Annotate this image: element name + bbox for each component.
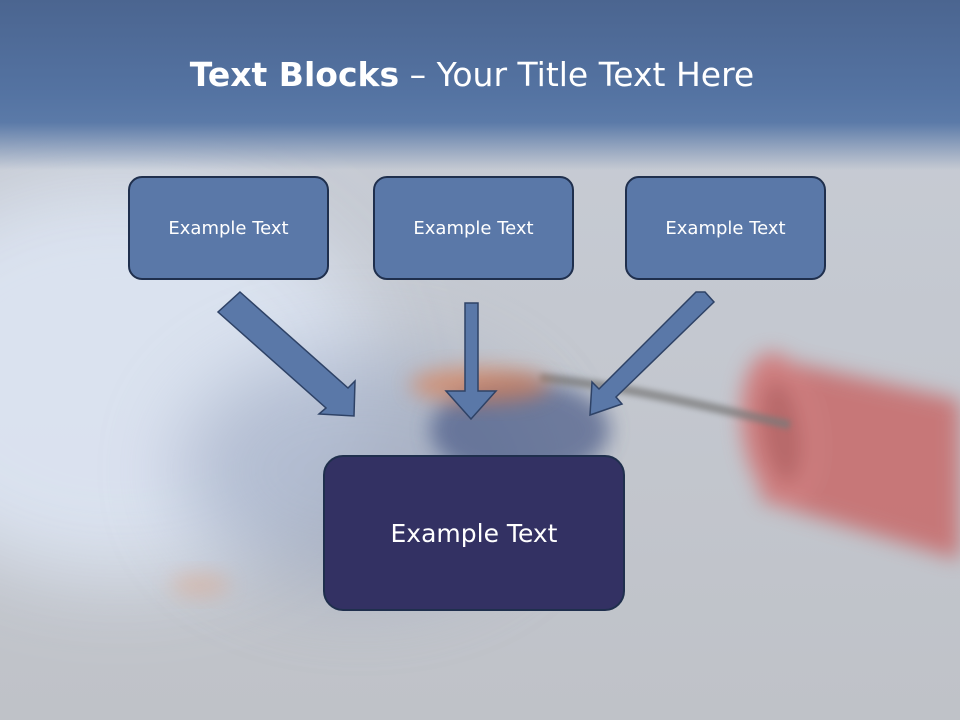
arrow-middle bbox=[444, 302, 498, 421]
title-band bbox=[0, 0, 960, 170]
title-separator: – bbox=[399, 55, 437, 94]
center-text-block-label: Example Text bbox=[390, 518, 558, 548]
text-block-3[interactable]: Example Text bbox=[625, 176, 826, 280]
text-block-1[interactable]: Example Text bbox=[128, 176, 329, 280]
title-rest: Your Title Text Here bbox=[436, 55, 755, 94]
arrow-left bbox=[216, 290, 356, 417]
center-text-block[interactable]: Example Text bbox=[323, 455, 625, 611]
title-bold: Text Blocks bbox=[189, 55, 400, 94]
text-block-1-label: Example Text bbox=[168, 217, 289, 239]
text-block-2-label: Example Text bbox=[413, 217, 534, 239]
slide-title: Text Blocks – Your Title Text Here bbox=[0, 52, 944, 98]
text-block-3-label: Example Text bbox=[665, 217, 786, 239]
arrow-right bbox=[589, 291, 716, 417]
text-block-2[interactable]: Example Text bbox=[373, 176, 574, 280]
